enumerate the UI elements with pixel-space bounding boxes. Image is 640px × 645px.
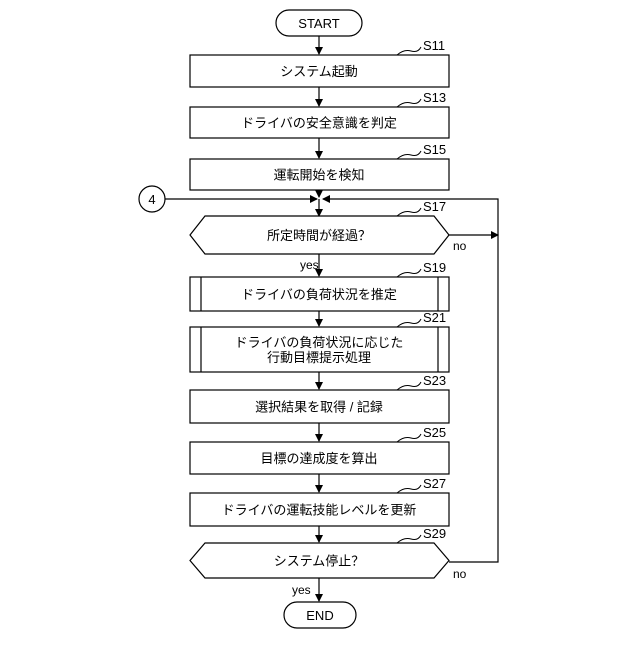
step-text: ドライバの負荷状況に応じた [235, 335, 404, 350]
s29-no-label: no [453, 567, 467, 581]
s17-yes-label: yes [300, 258, 319, 272]
start-label: START [298, 16, 339, 31]
step-id-label: S27 [423, 476, 446, 491]
step-id-leader [397, 269, 421, 277]
step-id-leader [397, 99, 421, 107]
step-text: 行動目標提示処理 [267, 350, 371, 365]
step-id-leader [397, 485, 421, 493]
step-text: 目標の達成度を算出 [260, 451, 377, 466]
steps-layer: システム起動 S11 ドライバの安全意識を判定 S13 運転開始を検知 S15 所定時間が経… [190, 38, 449, 578]
step-id-label: S15 [423, 142, 446, 157]
connector-label: 4 [148, 192, 155, 207]
step-text: ドライバの負荷状況を推定 [241, 287, 397, 302]
step-id-leader [397, 208, 421, 216]
step-id-label: S25 [423, 425, 446, 440]
step-id-leader [397, 47, 421, 55]
step-id-label: S11 [423, 38, 445, 53]
step-text: ドライバの運転技能レベルを更新 [222, 503, 417, 518]
step-id-leader [397, 151, 421, 159]
connector-4: 4 [139, 186, 165, 212]
step-id-leader [397, 319, 421, 327]
step-id-label: S23 [423, 373, 446, 388]
step-id-leader [397, 535, 421, 543]
s17-no-label: no [453, 239, 467, 253]
step-id-leader [397, 382, 421, 390]
end-label: END [306, 608, 333, 623]
end-terminal: END [284, 602, 356, 628]
step-text: 所定時間が経過？ [267, 228, 371, 243]
step-id-label: S21 [423, 310, 446, 325]
step-text: 運転開始を検知 [273, 168, 364, 183]
step-text: システム起動 [280, 64, 358, 79]
step-text: 選択結果を取得 / 記録 [255, 400, 383, 415]
step-text: システム停止？ [274, 554, 365, 569]
step-id-label: S13 [423, 90, 446, 105]
step-id-label: S29 [423, 526, 446, 541]
step-id-label: S19 [423, 260, 446, 275]
step-id-label: S17 [423, 199, 446, 214]
s29-yes-label: yes [292, 583, 311, 597]
step-id-leader [397, 434, 421, 442]
start-terminal: START [276, 10, 362, 36]
step-text: ドライバの安全意識を判定 [241, 116, 397, 131]
